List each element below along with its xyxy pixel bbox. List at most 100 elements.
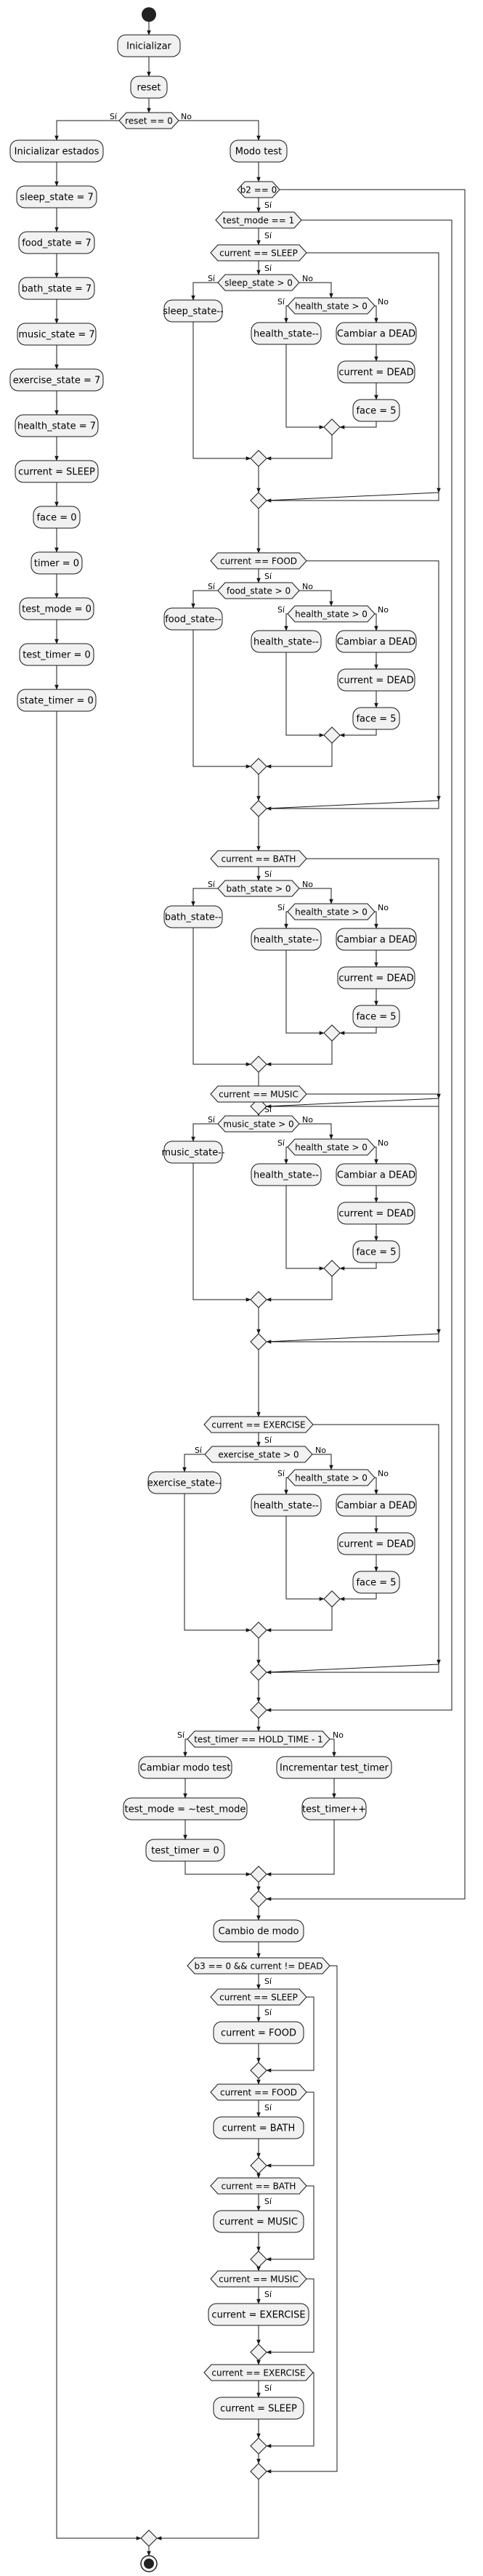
current-sleep-condition: current == SLEEP xyxy=(219,248,298,259)
init-face-step: face = 0 xyxy=(36,513,76,524)
bath-face-step: face = 5 xyxy=(356,1012,396,1023)
connector xyxy=(285,344,325,429)
sleep-decrement-step-shape xyxy=(163,299,223,323)
cambiar-modo-test-step: Cambiar modo test xyxy=(140,1763,231,1774)
test-timer-reset-step-shape xyxy=(145,1839,225,1862)
food-state-condition-shape xyxy=(217,582,300,599)
yes-label: Sí xyxy=(264,2197,272,2206)
mode-music-action-step-shape xyxy=(208,2303,309,2326)
yes-label: Sí xyxy=(277,1469,285,1478)
connector xyxy=(284,305,288,323)
connector xyxy=(339,1593,377,1601)
yes-label: Sí xyxy=(264,2103,272,2113)
connector xyxy=(330,1738,336,1757)
connector xyxy=(266,493,439,503)
init-music-step-shape xyxy=(17,323,97,346)
no-label: No xyxy=(333,1730,344,1740)
connector xyxy=(374,911,378,929)
current-music-condition: current == MUSIC xyxy=(219,1090,299,1100)
connector xyxy=(284,1146,288,1165)
connector xyxy=(266,1607,333,1632)
connector-lines xyxy=(54,22,466,2556)
mode-exercise-action-step-shape xyxy=(213,2397,304,2420)
bath-face-step-shape xyxy=(352,1005,400,1028)
current-exercise-condition-shape xyxy=(203,1416,314,1433)
food-set-dead-step: current = DEAD xyxy=(338,676,413,686)
sleep-state-condition-shape xyxy=(217,274,300,291)
bath-health-condition: health_state > 0 xyxy=(295,907,368,918)
food-face-step: face = 5 xyxy=(356,714,396,725)
connector xyxy=(266,2278,314,2354)
yes-label: Sí xyxy=(264,1977,272,1986)
connector xyxy=(284,911,288,929)
incrementar-test-timer-step: Incrementar test_timer xyxy=(280,1763,389,1774)
yes-label: Sí xyxy=(277,1138,285,1148)
food-state-condition: food_state > 0 xyxy=(227,586,291,596)
connector xyxy=(299,590,333,607)
connector xyxy=(179,120,261,141)
connector xyxy=(192,630,251,769)
food-state-merge xyxy=(250,758,267,775)
modo-test-step-shape xyxy=(230,139,288,163)
b3-merge xyxy=(250,2463,267,2480)
connector xyxy=(285,1186,325,1271)
music-health-condition: health_state > 0 xyxy=(295,1143,368,1153)
connector xyxy=(266,1965,338,2474)
connector xyxy=(266,2091,314,2168)
music-change-dead-step: Cambiar a DEAD xyxy=(337,1170,415,1181)
food-health-condition: health_state > 0 xyxy=(295,609,368,620)
mode-music-condition-shape xyxy=(210,2270,307,2288)
mode-bath-action-step: current = MUSIC xyxy=(219,2217,298,2228)
yes-label: Sí xyxy=(264,2290,272,2299)
connector xyxy=(307,858,441,1099)
mode-exercise-condition: current == EXERCISE xyxy=(211,2368,305,2378)
sleep-face-step: face = 5 xyxy=(356,406,396,417)
connector xyxy=(191,590,218,609)
exercise-state-condition-shape xyxy=(204,1446,313,1463)
mode-exercise-condition-shape xyxy=(203,2364,314,2381)
exercise-state-condition: exercise_state > 0 xyxy=(218,1450,299,1460)
init-bath-step: bath_state = 7 xyxy=(22,284,92,295)
mode-food-condition-shape xyxy=(210,2083,307,2101)
exercise-health-merge xyxy=(323,1590,341,1608)
exercise-health-condition: health_state > 0 xyxy=(295,1473,368,1483)
reset-condition-shape xyxy=(118,112,179,129)
food-health-decrement-step: health_state-- xyxy=(253,637,319,648)
sleep-face-step-shape xyxy=(352,399,400,422)
inicializar-step: Inicializar xyxy=(126,41,171,52)
connector xyxy=(54,120,119,141)
music-health-merge xyxy=(323,1260,341,1277)
no-label: No xyxy=(302,1115,313,1125)
food-set-dead-step-shape xyxy=(337,668,415,692)
connector xyxy=(266,801,439,811)
test-timer-increment-step-shape xyxy=(301,1797,367,1820)
connector xyxy=(266,189,466,1901)
bath-state-merge xyxy=(250,1056,267,1073)
exercise-health-decrement-step-shape xyxy=(251,1494,322,1517)
yes-label: Sí xyxy=(264,264,272,273)
reset-merge xyxy=(140,2530,158,2547)
hold-time-merge xyxy=(250,1866,267,1883)
connector xyxy=(312,1454,333,1470)
connector xyxy=(285,950,325,1035)
sleep-health-condition-shape xyxy=(287,297,376,315)
exercise-set-dead-step-shape xyxy=(337,1532,415,1555)
food-face-step-shape xyxy=(352,707,400,730)
sleep-decrement-step: sleep_state-- xyxy=(163,307,224,317)
sleep-change-dead-step: Cambiar a DEAD xyxy=(337,329,415,340)
b2-merge xyxy=(250,1890,267,1908)
yes-label: Sí xyxy=(110,112,118,121)
connector xyxy=(191,282,218,301)
connector xyxy=(192,322,251,461)
current-exercise-condition: current == EXERCISE xyxy=(211,1420,305,1430)
mode-food-action-step: current = BATH xyxy=(222,2123,296,2134)
exercise-decrement-step: exercise_state-- xyxy=(147,1478,222,1489)
yes-label: Sí xyxy=(264,201,272,210)
yes-label: Sí xyxy=(195,1446,203,1455)
connector xyxy=(339,729,377,737)
exercise-set-dead-step: current = DEAD xyxy=(338,1539,413,1550)
connector xyxy=(266,219,452,1712)
reset-step-shape xyxy=(130,76,168,99)
connector xyxy=(313,1424,441,1665)
food-change-dead-step: Cambiar a DEAD xyxy=(337,637,415,648)
